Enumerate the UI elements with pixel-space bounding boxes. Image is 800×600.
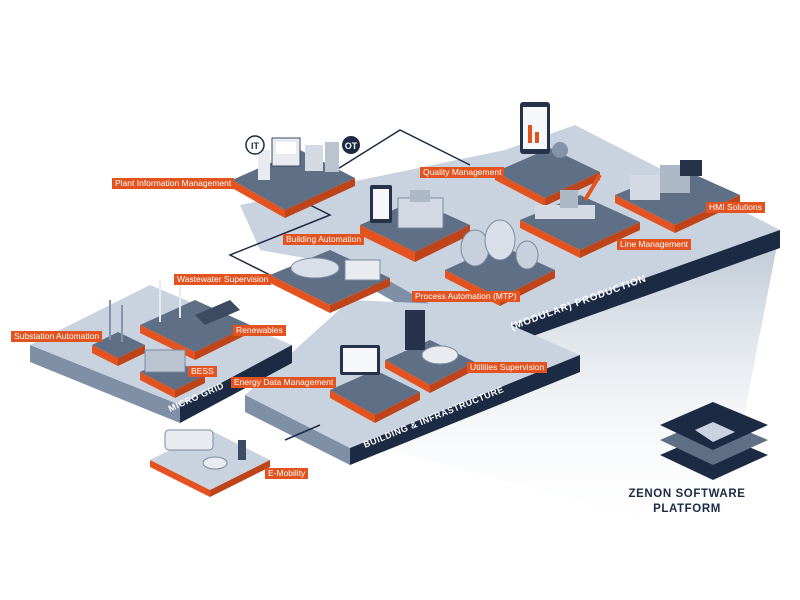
label-utilities: Utilities Supervision: [467, 362, 548, 373]
tile-plant-information: [232, 137, 355, 218]
tile-substation: [92, 300, 145, 366]
label-bess: BESS: [188, 366, 217, 377]
label-substation: Substation Automation: [11, 331, 103, 342]
tile-bess: [140, 349, 205, 398]
label-building-automation: Building Automation: [283, 234, 365, 245]
brand-line-2: PLATFORM: [653, 503, 721, 515]
tile-building-automation: [360, 185, 470, 262]
label-wastewater: Wastewater Supervision: [174, 274, 272, 285]
ot-badge-icon: [342, 136, 360, 154]
zenon-logo-icon: [660, 402, 768, 480]
label-e-mobility: E-Mobility: [265, 468, 309, 479]
tile-line-management: [520, 173, 640, 258]
tile-wastewater: [270, 250, 390, 313]
it-badge-icon: [245, 135, 265, 155]
ot-badge-label: OT: [345, 141, 358, 151]
label-energy-data: Energy Data Management: [231, 377, 337, 388]
brand-title: ZENON SOFTWARE PLATFORM: [612, 487, 762, 517]
it-badge-label: IT: [251, 141, 260, 151]
label-quality-management: Quality Management: [420, 167, 505, 178]
tile-utilities: [385, 310, 475, 393]
tile-e-mobility: [150, 429, 270, 497]
tile-energy-data: [330, 345, 420, 423]
brand-line-1: ZENON SOFTWARE: [628, 488, 746, 500]
tile-quality-management: [495, 102, 600, 206]
tile-process-automation: [445, 219, 555, 306]
label-line-management: Line Management: [617, 239, 692, 250]
label-process-automation: Process Automation (MTP): [412, 291, 520, 302]
label-plant-information: Plant Information Management: [112, 178, 235, 189]
label-renewables: Renewables: [233, 325, 286, 336]
label-hmi-solutions: HMI Solutions: [706, 202, 765, 213]
